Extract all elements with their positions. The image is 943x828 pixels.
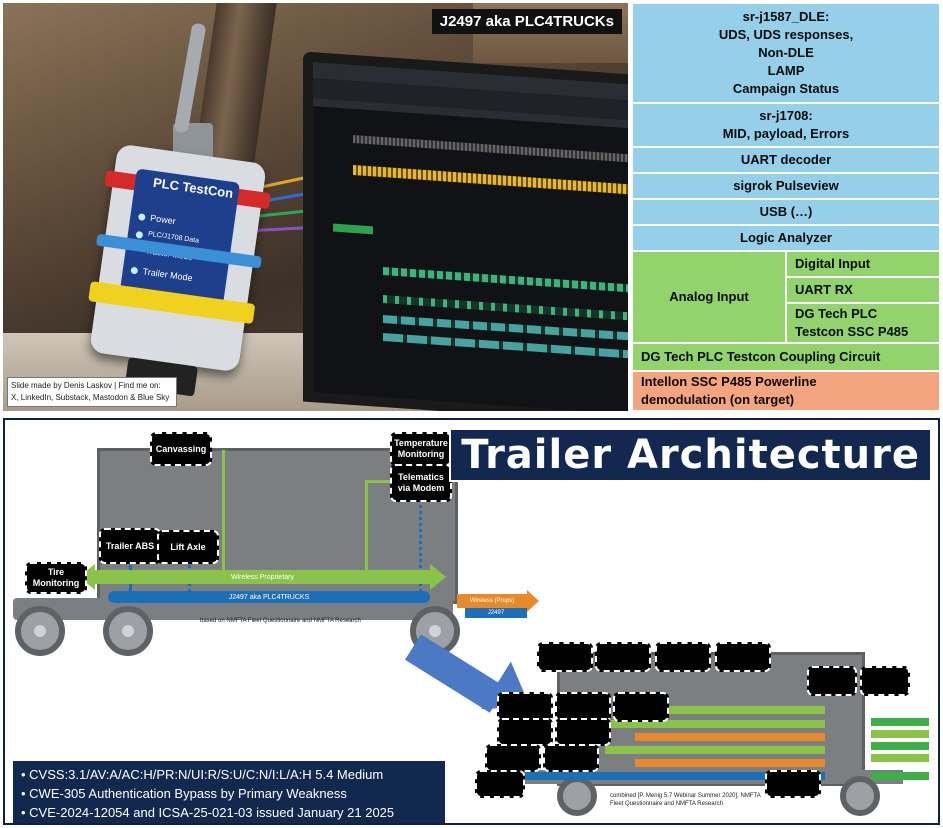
redacted-box bbox=[765, 770, 821, 798]
diagram-canvas: Wireless Proprietary J2497 aka PLC4TRUCK… bbox=[5, 420, 938, 823]
canvassing-box: Canvassing bbox=[150, 432, 212, 466]
note-left: based on NMFTA Fleet Questionnaire and N… bbox=[200, 618, 361, 624]
redacted-box bbox=[543, 744, 599, 772]
intellon-line: Intellon SSC P485 Powerline bbox=[641, 373, 817, 391]
stack-row-pulseview: sigrok Pulseview bbox=[632, 173, 940, 199]
j1587-line: UDS, UDS responses, bbox=[719, 26, 853, 44]
trailer-architecture-diagram: Wireless Proprietary J2497 aka PLC4TRUCK… bbox=[3, 418, 940, 825]
right-arrow bbox=[871, 718, 929, 726]
redacted-box bbox=[475, 770, 525, 798]
right-arrow bbox=[871, 772, 929, 780]
wheel bbox=[15, 606, 65, 656]
intellon-line: demodulation (on target) bbox=[641, 391, 817, 409]
redacted-box bbox=[485, 744, 541, 772]
j1708-line: sr-j1708: bbox=[723, 107, 849, 125]
stripe bbox=[665, 706, 825, 714]
stack-row-uart-decoder: UART decoder bbox=[632, 147, 940, 173]
laptop bbox=[303, 51, 628, 411]
stripe bbox=[605, 746, 825, 754]
redacted-box bbox=[613, 692, 669, 722]
stack-digital-input: Digital Input bbox=[786, 251, 940, 277]
lift-axle-box: Lift Axle bbox=[157, 530, 219, 564]
note-right: combined [P. Menig 5.7 Webinar Summer 20… bbox=[610, 792, 770, 808]
j1587-line: Non-DLE bbox=[719, 44, 853, 62]
redacted-box bbox=[537, 642, 593, 672]
stack-row-usb: USB (…) bbox=[632, 199, 940, 225]
credit-line-2: X, LinkedIn, Substack, Mastodon & Blue S… bbox=[11, 392, 173, 404]
j1708-line: MID, payload, Errors bbox=[723, 125, 849, 143]
stripe bbox=[635, 759, 825, 767]
right-arrow bbox=[871, 730, 929, 738]
stack-dg-tech: DG Tech PLC Testcon SSC P485 bbox=[786, 303, 940, 343]
redacted-box bbox=[715, 642, 771, 672]
device-power-label: Power bbox=[150, 213, 177, 226]
cwe-line: • CWE-305 Authentication Bypass by Prima… bbox=[21, 784, 437, 803]
stack-coupling-circuit: DG Tech PLC Testcon Coupling Circuit bbox=[632, 343, 940, 371]
stack-row-logic-analyzer: Logic Analyzer bbox=[632, 225, 940, 251]
device-title: PLC TestCon bbox=[152, 175, 234, 201]
trace-gray bbox=[353, 135, 628, 163]
diagram-title: Trailer Architecture bbox=[449, 428, 932, 482]
wireless-props-j2497: J2497 bbox=[465, 608, 527, 618]
data-led bbox=[135, 231, 143, 239]
wireless-proprietary-bus: Wireless Proprietary bbox=[95, 570, 430, 584]
trailer-led bbox=[130, 267, 138, 275]
stack-analog-input: Analog Input bbox=[632, 251, 786, 343]
trace-uart bbox=[383, 267, 628, 292]
dg-line: Testcon SSC P485 bbox=[795, 323, 908, 341]
link-temperature bbox=[365, 480, 368, 578]
channel-tag bbox=[333, 224, 373, 235]
wheel bbox=[103, 606, 153, 656]
photo-title-label: J2497 aka PLC4TRUCKs bbox=[432, 9, 622, 34]
j2497-bus: J2497 aka PLC4TRUCKS bbox=[108, 591, 430, 603]
wheel bbox=[840, 776, 880, 816]
wireless-props-arrow: Wireless (Props) bbox=[457, 594, 527, 608]
photo-panel: PLC TestCon Power PLC/J1708 Data Tractor… bbox=[3, 3, 628, 411]
stripe bbox=[635, 733, 825, 741]
stack-row-j1708: sr-j1708: MID, payload, Errors bbox=[632, 103, 940, 147]
stack-row-j1587: sr-j1587_DLE: UDS, UDS responses, Non-DL… bbox=[632, 3, 940, 103]
cve-text: CVE-2024-12054 and ICSA-25-021-03 issued… bbox=[29, 805, 394, 820]
wheel bbox=[557, 776, 597, 816]
redacted-box bbox=[655, 642, 711, 672]
temperature-box: Temperature Monitoring bbox=[390, 432, 452, 466]
trailer-abs-box: Trailer ABS bbox=[99, 528, 161, 564]
right-arrow bbox=[871, 754, 929, 762]
cve-line: • CVE-2024-12054 and ICSA-25-021-03 issu… bbox=[21, 803, 437, 822]
pulseview-screen bbox=[313, 62, 628, 411]
wireless-props-head bbox=[527, 590, 539, 612]
stack-uart-rx: UART RX bbox=[786, 277, 940, 303]
j1587-text: sr-j1587_DLE: UDS, UDS responses, Non-DL… bbox=[719, 8, 853, 98]
redacted-box bbox=[807, 666, 857, 696]
power-led bbox=[138, 213, 146, 221]
redacted-box bbox=[555, 718, 611, 746]
right-arrow bbox=[871, 742, 929, 750]
cwe-text: CWE-305 Authentication Bypass by Primary… bbox=[29, 786, 347, 801]
tire-monitoring-box: Tire Monitoring bbox=[25, 562, 87, 594]
redacted-box bbox=[497, 718, 553, 746]
j1587-line: LAMP bbox=[719, 62, 853, 80]
protocol-stack-table: sr-j1587_DLE: UDS, UDS responses, Non-DL… bbox=[632, 3, 940, 411]
telematics-box: Telematics via Modem bbox=[390, 464, 452, 502]
redacted-box bbox=[595, 642, 651, 672]
dg-line: DG Tech PLC bbox=[795, 305, 908, 323]
cvss-score: CVSS:3.1/AV:A/AC:H/PR:N/UI:R/S:U/C:N/I:L… bbox=[29, 767, 383, 782]
plc-testcon-device: PLC TestCon Power PLC/J1708 Data Tractor… bbox=[89, 144, 267, 373]
link-canvassing bbox=[222, 450, 225, 578]
j1587-line: Campaign Status bbox=[719, 80, 853, 98]
bus-arrow-right bbox=[430, 564, 446, 590]
device-trailer-label: Trailer Mode bbox=[142, 266, 193, 283]
redacted-box bbox=[860, 666, 910, 696]
j1587-line: sr-j1587_DLE: bbox=[719, 8, 853, 26]
credit-box: Slide made by Denis Laskov | Find me on:… bbox=[7, 377, 177, 407]
cvss-box: • CVSS:3.1/AV:A/AC:H/PR:N/UI:R/S:U/C:N/I… bbox=[13, 761, 445, 825]
credit-line-1: Slide made by Denis Laskov | Find me on: bbox=[11, 380, 173, 392]
stack-intellon: Intellon SSC P485 Powerline demodulation… bbox=[632, 371, 940, 411]
trace-analog bbox=[353, 165, 628, 195]
cvss-line: • CVSS:3.1/AV:A/AC:H/PR:N/UI:R/S:U/C:N/I… bbox=[21, 765, 437, 784]
